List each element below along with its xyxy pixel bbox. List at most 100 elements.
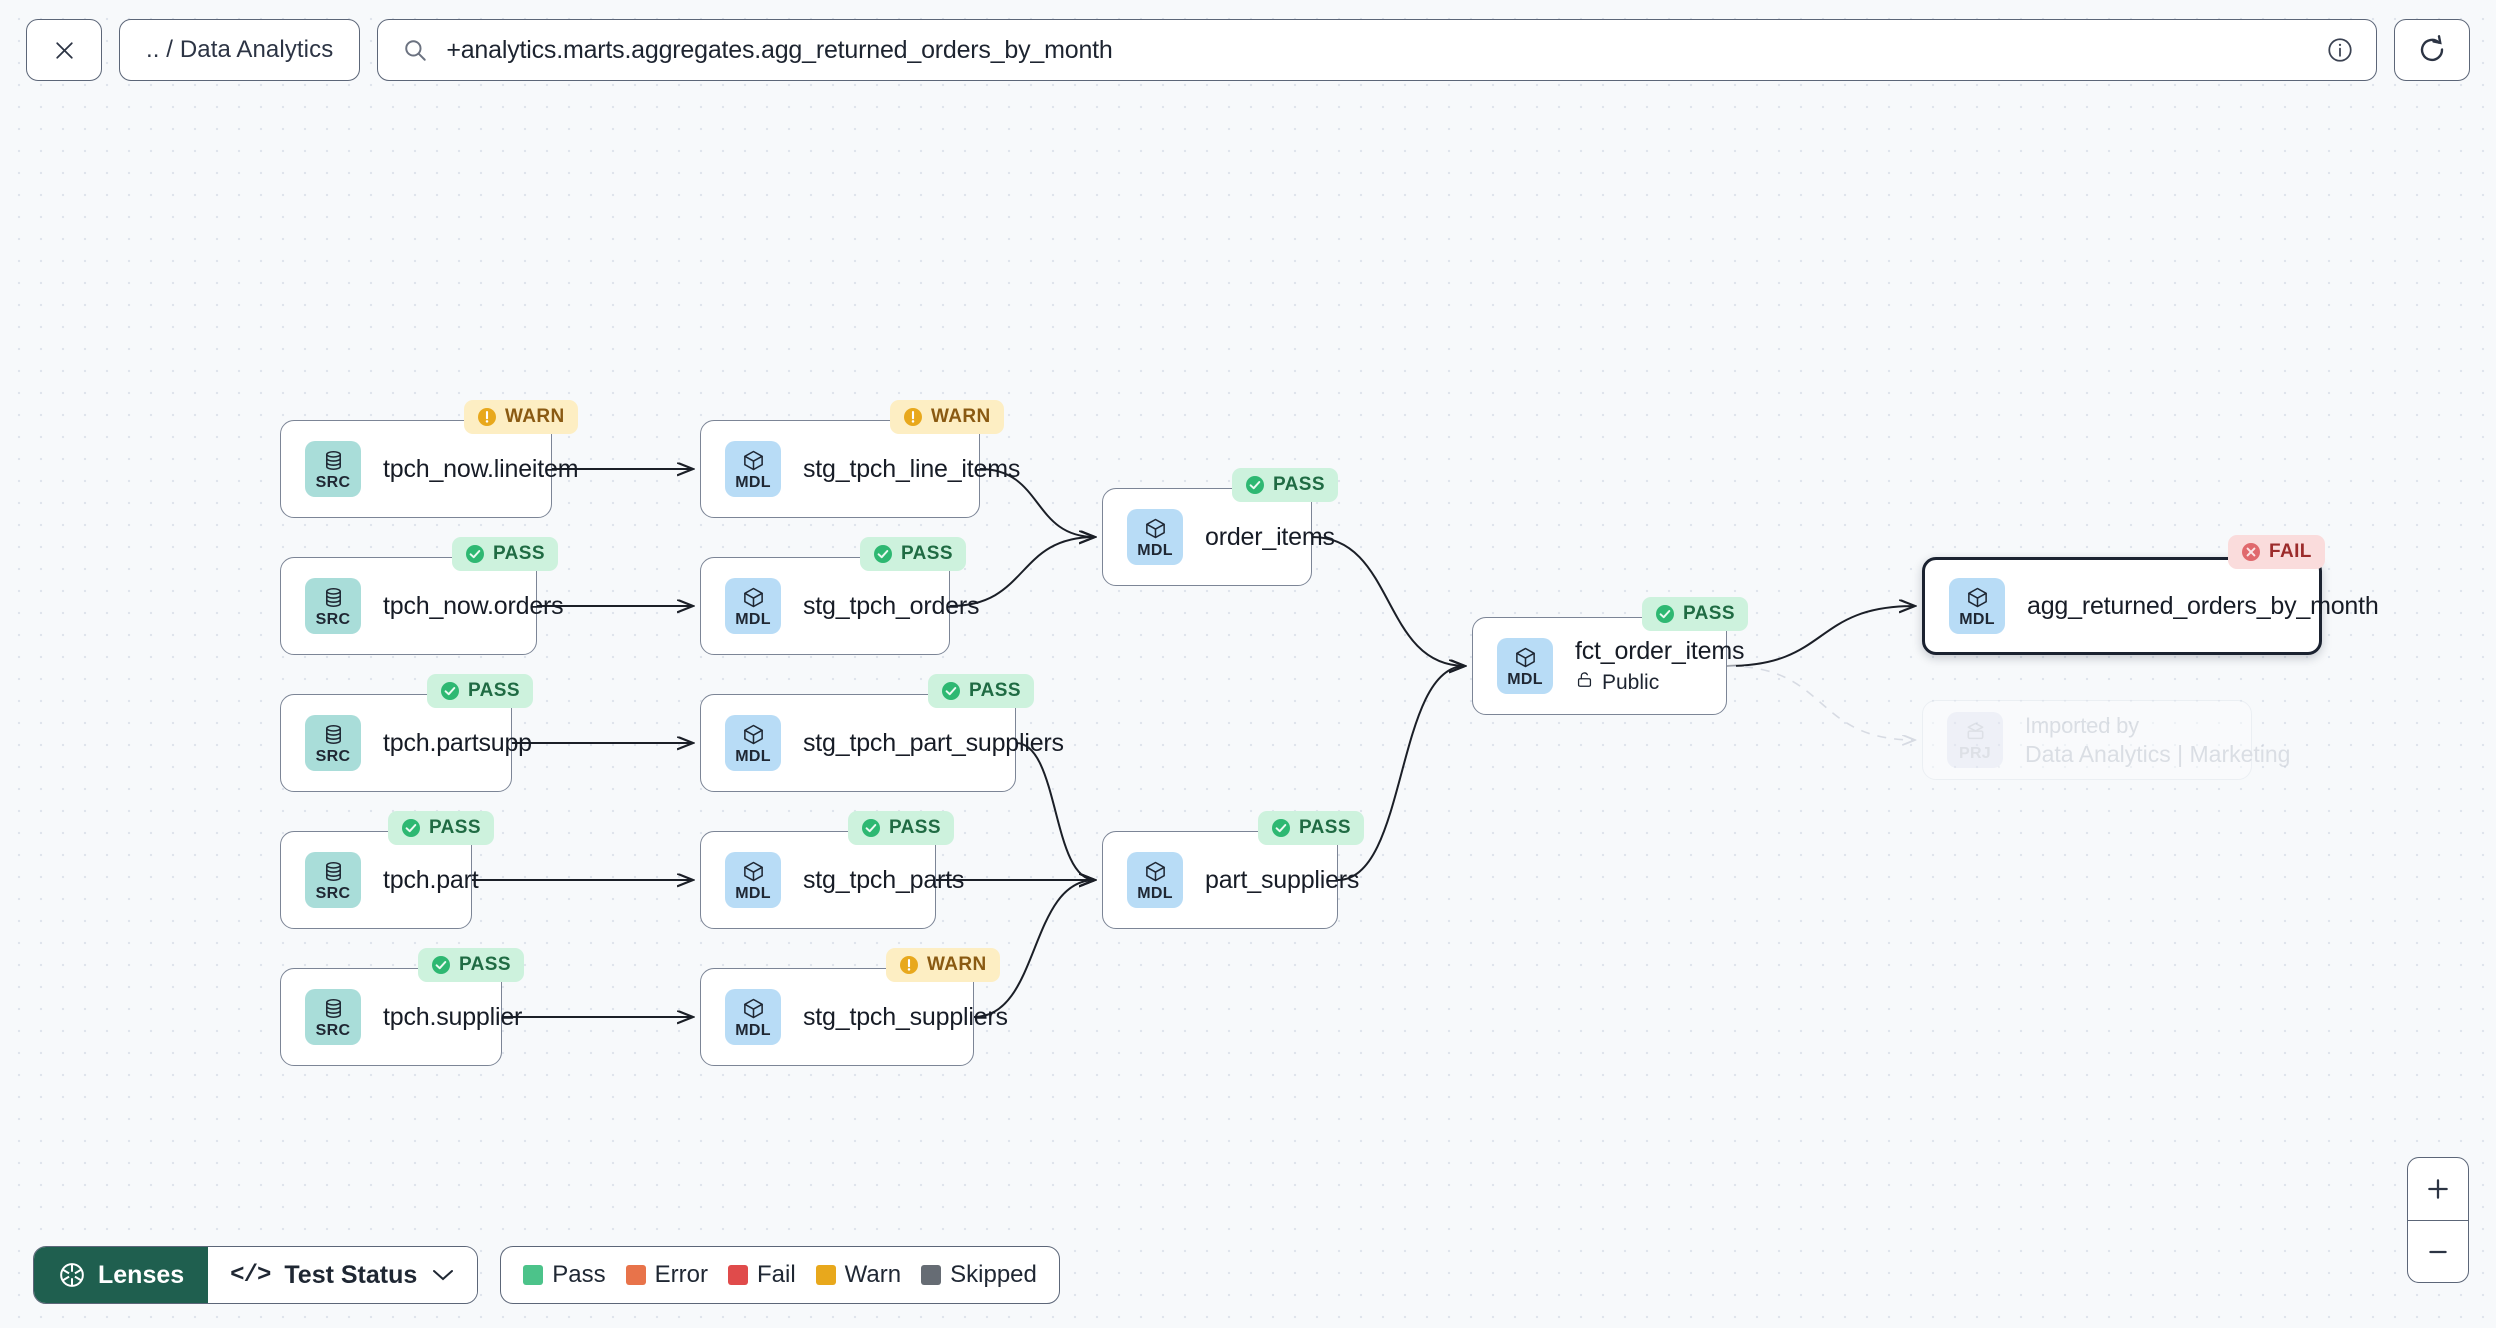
zoom-out-button[interactable]	[2408, 1220, 2468, 1282]
status-badge-stg_tpch_part_suppliers: PASS	[928, 674, 1034, 708]
legend-item-error[interactable]: Error	[625, 1261, 708, 1289]
close-button[interactable]	[26, 19, 102, 81]
src-type-icon: SRC	[305, 578, 361, 634]
node-title: tpch_now.lineitem	[383, 454, 579, 483]
legend-swatch	[728, 1265, 748, 1285]
node-body: stg_tpch_part_suppliers	[803, 728, 1064, 758]
zoom-in-button[interactable]	[2408, 1158, 2468, 1220]
node-body: order_items	[1205, 522, 1335, 552]
status-badge-label: PASS	[969, 680, 1021, 701]
legend-item-fail[interactable]: Fail	[728, 1261, 796, 1289]
legend-swatch	[815, 1265, 836, 1285]
edge-fct_order_items-to-imported_by_prj	[1726, 665, 1915, 740]
status-badge-label: WARN	[927, 954, 987, 975]
status-badge-tpch_supplier: PASS	[418, 948, 524, 982]
legend-label: Error	[654, 1261, 708, 1288]
status-badge-stg_tpch_parts: PASS	[848, 811, 954, 845]
top-toolbar: .. / Data Analytics	[0, 0, 2496, 100]
graph-node-stg_tpch_parts[interactable]: MDL stg_tpch_parts	[700, 831, 964, 929]
graph-node-order_items[interactable]: MDL order_items	[1102, 488, 1335, 586]
status-badge-label: FAIL	[2269, 541, 2312, 562]
lenses-label: Lenses	[98, 1260, 185, 1289]
minus-icon	[2429, 1250, 2447, 1253]
graph-node-tpch_part[interactable]: SRC tpch.part	[280, 831, 479, 929]
status-badge-label: PASS	[1273, 474, 1325, 495]
node-title: agg_returned_orders_by_month	[2027, 591, 2379, 620]
prj-type-icon: PRJ	[1947, 712, 2003, 768]
mdl-type-icon: MDL	[725, 852, 781, 908]
legend-item-pass[interactable]: Pass	[523, 1261, 606, 1289]
edge-part_suppliers-to-fct_order_items	[1337, 666, 1465, 881]
node-title: stg_tpch_line_items	[803, 454, 1021, 483]
node-title: stg_tpch_part_suppliers	[803, 728, 1064, 757]
edge-fct_order_items-to-agg_returned_orders	[1726, 606, 1915, 667]
lenses-button[interactable]: Lenses	[34, 1247, 209, 1303]
legend-label: Fail	[757, 1261, 796, 1288]
close-icon	[55, 41, 73, 59]
status-badge-part_suppliers: PASS	[1258, 811, 1364, 845]
status-badge-label: WARN	[931, 406, 991, 427]
search-bar[interactable]	[377, 19, 2377, 81]
search-input[interactable]	[446, 35, 2308, 65]
test-status-label: Test Status	[284, 1260, 418, 1289]
search-icon	[405, 40, 427, 61]
zoom-controls	[2407, 1157, 2469, 1283]
graph-node-tpch_now_lineitem[interactable]: SRC tpch_now.lineitem	[280, 420, 579, 518]
src-type-icon: SRC	[305, 852, 361, 908]
status-badge-stg_tpch_line_items: WARN	[890, 400, 1004, 434]
node-subtitle: Public	[1575, 670, 1702, 695]
node-body: tpch.part	[383, 865, 479, 895]
status-badge-label: PASS	[429, 817, 481, 838]
mdl-type-icon: MDL	[725, 578, 781, 634]
graph-node-stg_tpch_orders[interactable]: MDL stg_tpch_orders	[700, 557, 980, 655]
legend-swatch	[921, 1265, 942, 1285]
status-badge-stg_tpch_suppliers: WARN	[886, 948, 1000, 982]
status-legend: Pass Error Fail Warn Skipped	[500, 1246, 1060, 1304]
bottom-toolbar: Lenses </> Test Status Pass Error Fail Warn…	[33, 1246, 1060, 1304]
test-status-dropdown[interactable]: </> Test Status	[208, 1247, 478, 1303]
node-title: Imported by	[2025, 712, 2139, 738]
mdl-type-icon: MDL	[1949, 578, 2005, 634]
node-subtitle-label: Public	[1602, 670, 1660, 694]
node-title: tpch.part	[383, 865, 479, 894]
legend-item-skipped[interactable]: Skipped	[921, 1261, 1037, 1289]
mdl-type-icon: MDL	[1127, 509, 1183, 565]
status-badge-agg_returned_orders: FAIL	[2228, 535, 2325, 569]
status-badge-stg_tpch_orders: PASS	[860, 537, 966, 571]
refresh-icon	[2420, 35, 2444, 62]
status-badge-label: PASS	[493, 543, 545, 564]
node-body: stg_tpch_parts	[803, 866, 964, 895]
node-subtitle-label: Data Analytics | Marketing	[2025, 740, 2291, 767]
legend-label: Warn	[844, 1261, 902, 1288]
graph-node-stg_tpch_line_items[interactable]: MDL stg_tpch_line_items	[700, 420, 1021, 518]
status-badge-label: PASS	[1683, 603, 1735, 624]
status-badge-label: PASS	[901, 543, 953, 564]
refresh-button[interactable]	[2394, 19, 2470, 81]
status-badge-label: PASS	[1299, 817, 1351, 838]
src-type-icon: SRC	[305, 441, 361, 497]
edge-order_items-to-fct_order_items	[1311, 536, 1465, 666]
info-icon[interactable]	[2326, 36, 2354, 64]
breadcrumb[interactable]: .. / Data Analytics	[119, 19, 361, 81]
mdl-type-icon: MDL	[725, 441, 781, 497]
graph-node-agg_returned_orders[interactable]: MDL agg_returned_orders_by_month	[1922, 557, 2379, 655]
status-badge-tpch_now_orders: PASS	[452, 537, 558, 571]
node-title: order_items	[1205, 522, 1335, 551]
node-title: stg_tpch_orders	[803, 591, 980, 620]
node-body: stg_tpch_line_items	[803, 454, 1021, 484]
node-title: stg_tpch_suppliers	[803, 1002, 1008, 1031]
code-icon: </>	[230, 1261, 271, 1289]
legend-item-warn[interactable]: Warn	[815, 1261, 902, 1289]
node-title: fct_order_items	[1575, 637, 1745, 665]
